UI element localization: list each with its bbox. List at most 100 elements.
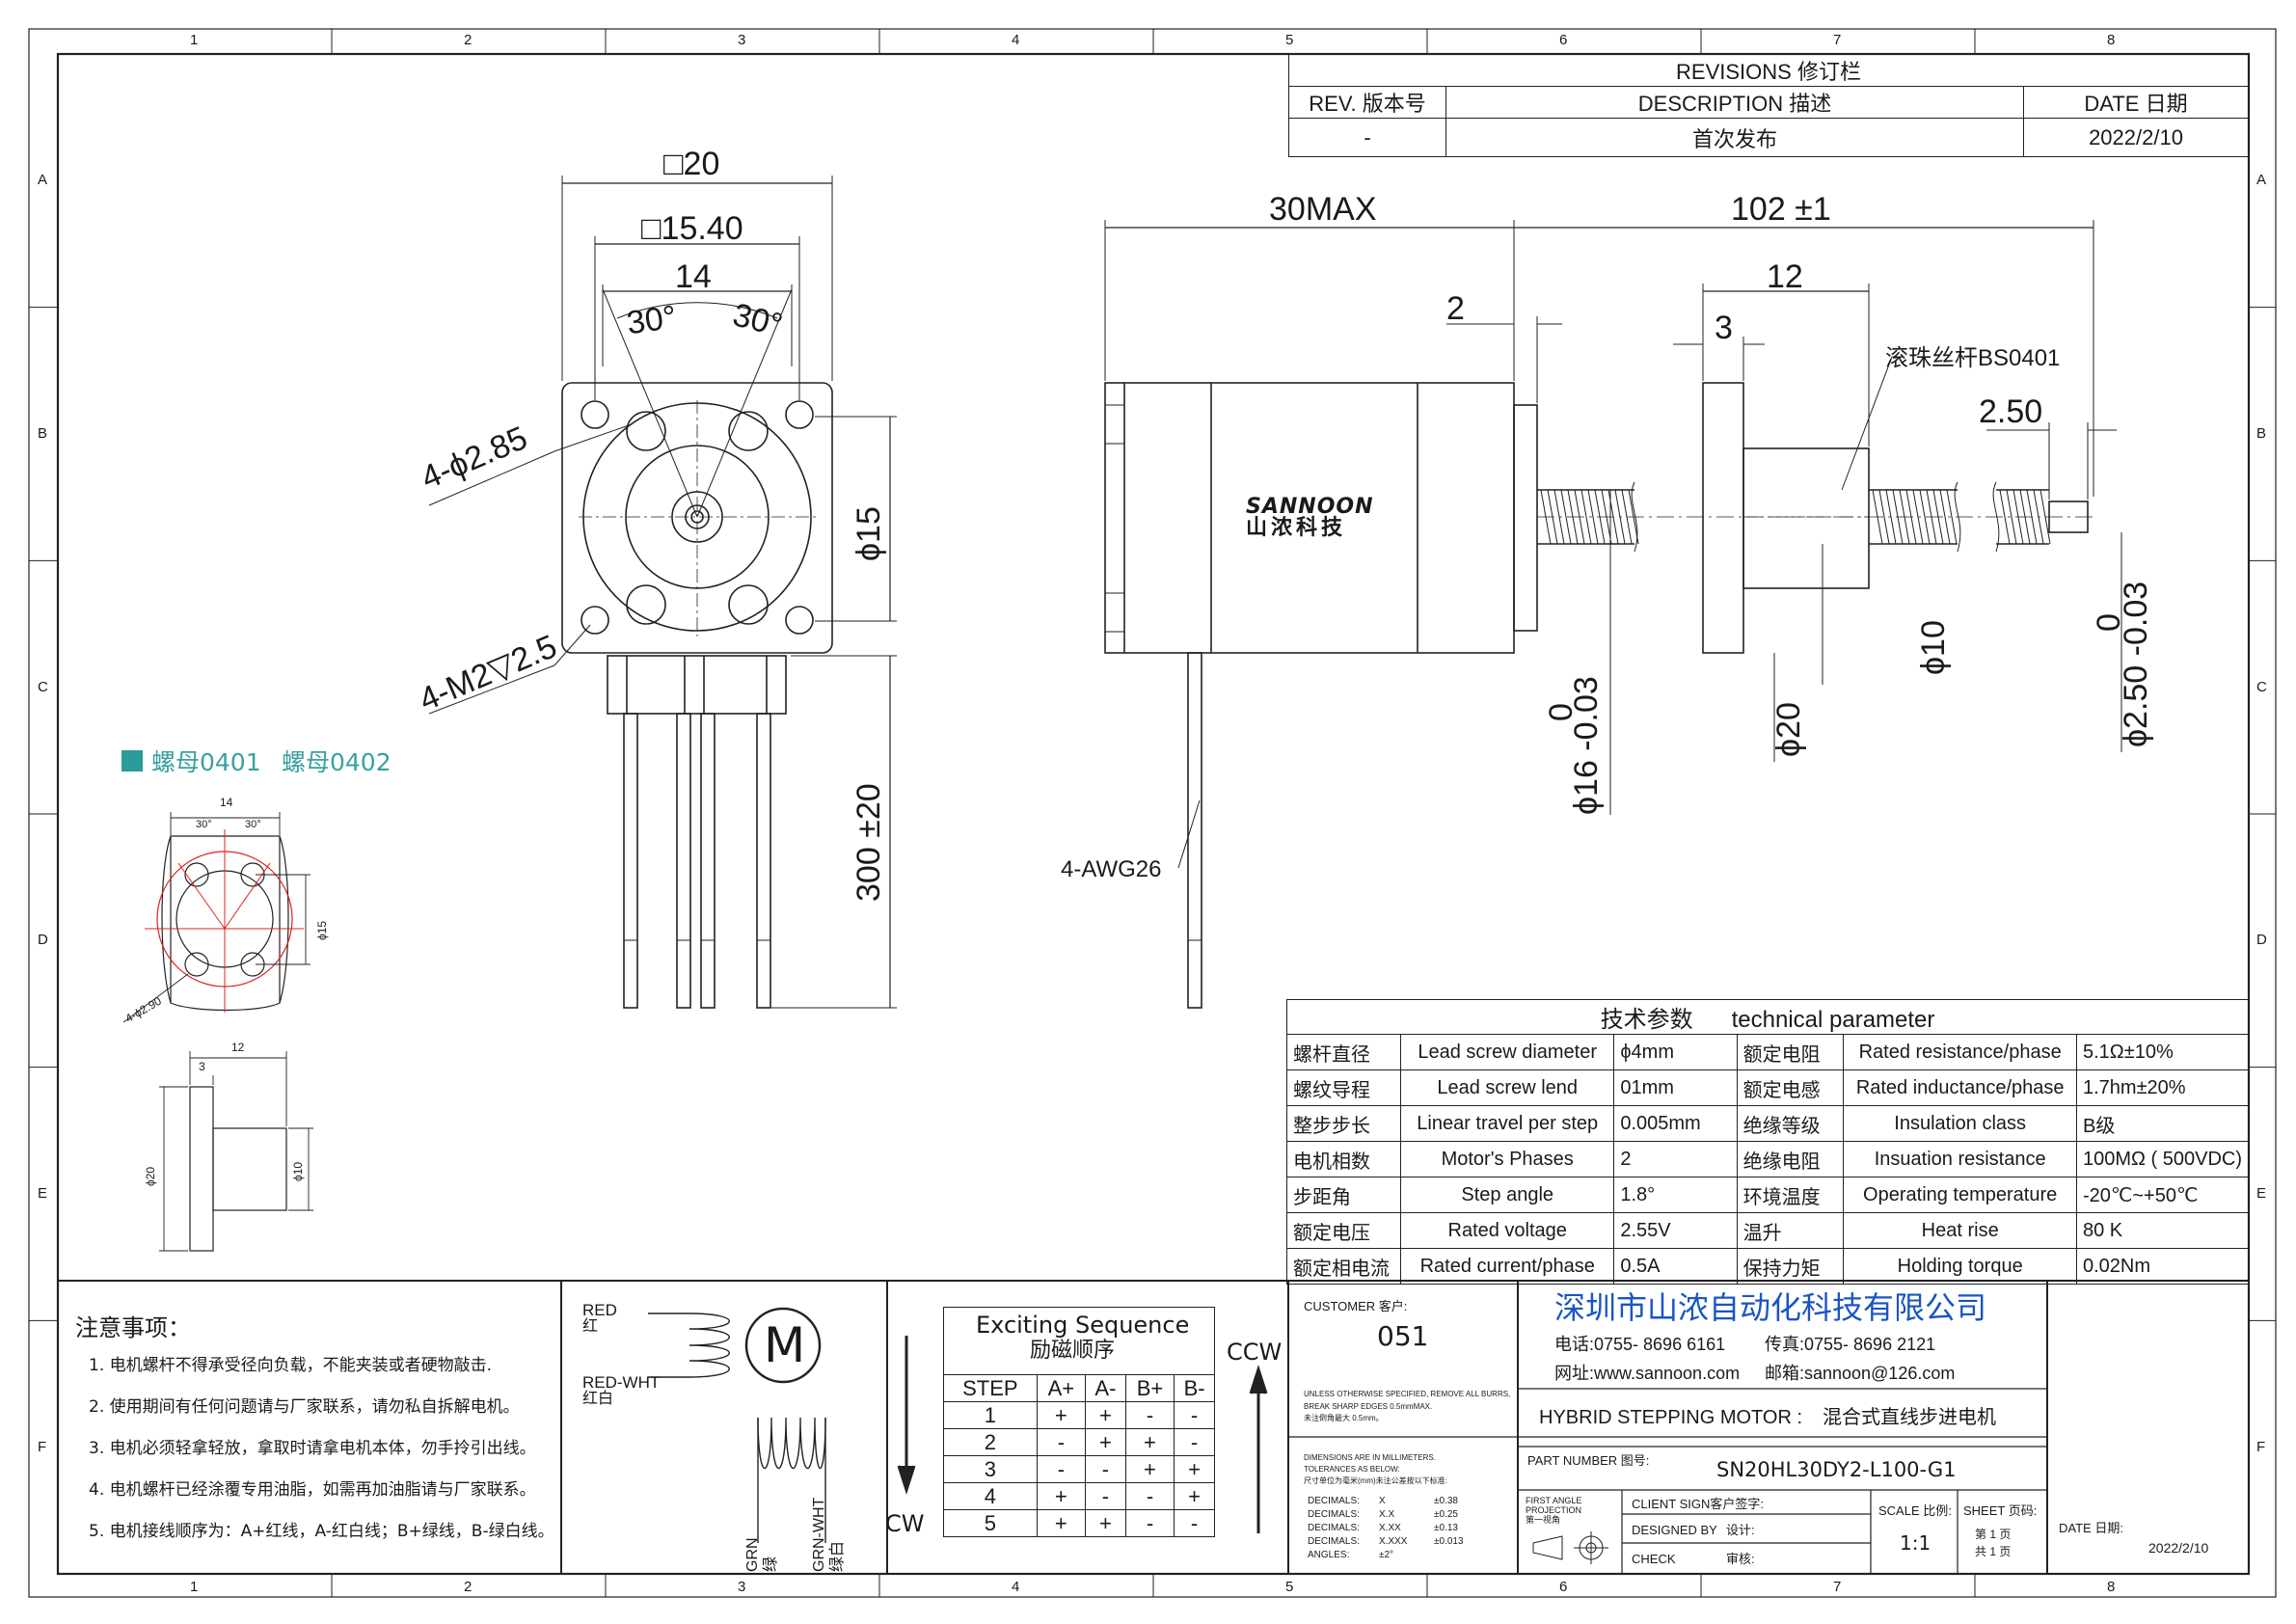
sequence-header: A+: [1036, 1374, 1087, 1402]
tech-cell: B级: [2075, 1105, 2250, 1142]
detail-height: ϕ15: [315, 920, 329, 940]
cw-label: CW: [885, 1510, 925, 1537]
wire-grn-cn: 绿: [763, 1556, 779, 1572]
row-label-C-r: C: [2256, 678, 2267, 695]
sequence-cell: 4: [943, 1482, 1038, 1510]
tolerance-cell: ±2°: [1379, 1550, 1394, 1560]
company-fax: 传真:0755- 8696 2121: [1765, 1335, 1936, 1354]
sequence-title: Exciting Sequence: [976, 1312, 1190, 1339]
sequence-cell: 2: [943, 1428, 1038, 1456]
tech-cell: 额定电阻: [1736, 1034, 1845, 1070]
tolerance-cell: DECIMALS:: [1308, 1496, 1360, 1506]
designed-label-cn: 设计:: [1726, 1523, 1755, 1537]
tech-cell: 环境温度: [1736, 1177, 1845, 1213]
company-email: 邮箱:sannoon@126.com: [1765, 1364, 1956, 1383]
tech-cell: Linear travel per step: [1400, 1105, 1615, 1142]
scale-label: SCALE 比例:: [1878, 1503, 1952, 1518]
sheet-total: 共 1 页: [1975, 1545, 2012, 1558]
wire-red-wht: RED-WHT: [582, 1373, 661, 1392]
projection-line3: 第一视角: [1526, 1515, 1561, 1525]
brand-logo: SANNOON: [1246, 495, 1374, 519]
legend-nut-a: 螺母0401: [151, 748, 261, 776]
detail-side-dia: ϕ20: [144, 1166, 157, 1186]
tech-cell: Insuation resistance: [1843, 1141, 2077, 1177]
tech-cell: Rated current/phase: [1400, 1248, 1615, 1285]
note-item: 5. 电机接线顺序为：A+红线，A-红白线；B+绿线，B-绿白线。: [89, 1522, 554, 1541]
tech-cell: 整步步长: [1285, 1105, 1402, 1142]
dim-lead-length: 300 ±20: [851, 783, 887, 902]
sequence-cell: +: [1174, 1482, 1215, 1510]
note-item: 2. 使用期间有任何问题请与厂家联系，请勿私自拆解电机。: [89, 1397, 520, 1417]
wire-red-cn: 红: [582, 1318, 599, 1335]
tech-cell: 额定电感: [1736, 1069, 1845, 1106]
sequence-header: B-: [1174, 1374, 1215, 1402]
sequence-header: B+: [1124, 1374, 1175, 1402]
tech-cell: 电机相数: [1285, 1141, 1402, 1177]
dim-tip: 2.50: [1979, 393, 2043, 430]
sequence-row: 5++--: [943, 1509, 1215, 1537]
tech-cell: -20℃~+50℃: [2075, 1177, 2250, 1213]
tech-cell: Holding torque: [1843, 1248, 2077, 1285]
detail-width: 14: [220, 796, 233, 809]
tech-cell: 螺杆直径: [1285, 1034, 1402, 1070]
column-label-1-bot: 1: [190, 1579, 199, 1595]
wire-grn-wht-cn: 绿白: [829, 1540, 846, 1572]
part-number-label: PART NUMBER 图号:: [1527, 1453, 1650, 1468]
sequence-cell: -: [1174, 1401, 1215, 1429]
detail-side-hub: ϕ10: [291, 1161, 305, 1181]
column-label-2-top: 2: [464, 32, 473, 48]
sequence-row: 1++--: [943, 1401, 1215, 1429]
tech-cell: 螺纹导程: [1285, 1069, 1402, 1106]
note-item: 4. 电机螺杆已经涂覆专用油脂，如需再加油脂请与厂家联系。: [89, 1480, 536, 1500]
projection-line2: PROJECTION: [1526, 1505, 1582, 1515]
tolerance-cell: DECIMALS:: [1308, 1509, 1360, 1520]
tech-cell: Step angle: [1400, 1177, 1615, 1213]
sequence-cell: 1: [943, 1401, 1038, 1429]
tech-title-en: technical parameter: [1731, 1007, 1935, 1033]
dim-height: ϕ15: [851, 506, 887, 561]
wire-grn: GRN: [744, 1537, 761, 1572]
sequence-cell: +: [1124, 1428, 1175, 1456]
tolerance-cell: ±0.38: [1434, 1496, 1458, 1506]
check-label: CHECK: [1632, 1552, 1676, 1566]
column-label-8-top: 8: [2107, 32, 2116, 48]
tech-cell: Rated voltage: [1400, 1212, 1615, 1249]
tech-cell: 01mm: [1613, 1069, 1738, 1106]
ballscrew-label: 滚珠丝杆BS0401: [1885, 345, 2061, 371]
sequence-cell: 5: [943, 1509, 1038, 1537]
legend-square: [122, 750, 143, 771]
wire-red: RED: [582, 1301, 617, 1319]
tech-cell: Rated inductance/phase: [1843, 1069, 2077, 1106]
column-label-6-top: 6: [1559, 32, 1568, 48]
tolerance-cell: DECIMALS:: [1308, 1536, 1360, 1547]
row-label-B-l: B: [38, 425, 48, 442]
note-item: 3. 电机必须轻拿轻放，拿取时请拿电机本体，勿手拎引出线。: [89, 1439, 536, 1458]
row-label-A-r: A: [2256, 172, 2267, 189]
dim-angle-left: 30°: [624, 298, 679, 342]
column-label-7-bot: 7: [1833, 1579, 1842, 1595]
tech-cell: 5.1Ω±10%: [2075, 1034, 2250, 1070]
sequence-cell: -: [1174, 1428, 1215, 1456]
tolerance-cell: X.XXX: [1379, 1536, 1408, 1547]
row-label-C-l: C: [38, 678, 48, 695]
rev-value: -: [1288, 118, 1446, 157]
legend-nut-b: 螺母0402: [282, 748, 392, 776]
client-sign-label: CLIENT SIGN客户签字:: [1632, 1497, 1765, 1511]
tolerance-cell: X: [1379, 1496, 1386, 1506]
date-value: 2022/2/10: [2148, 1540, 2209, 1556]
sequence-cell: +: [1085, 1428, 1126, 1456]
tech-cell: 温升: [1736, 1212, 1845, 1249]
note-edges: BREAK SHARP EDGES 0.5mmMAX.: [1304, 1402, 1433, 1411]
sheet-label: SHEET 页码:: [1963, 1503, 2038, 1518]
description-header: DESCRIPTION 描述: [1445, 86, 2024, 119]
column-label-5-bot: 5: [1285, 1579, 1294, 1595]
sequence-cell: -: [1124, 1509, 1175, 1537]
sequence-header: STEP: [943, 1374, 1038, 1402]
dim-nut-dia: ϕ20: [1770, 702, 1807, 757]
column-label-3-bot: 3: [738, 1579, 746, 1595]
sequence-title-cn: 励磁顺序: [1030, 1339, 1116, 1363]
tech-cell: 保持力矩: [1736, 1248, 1845, 1285]
